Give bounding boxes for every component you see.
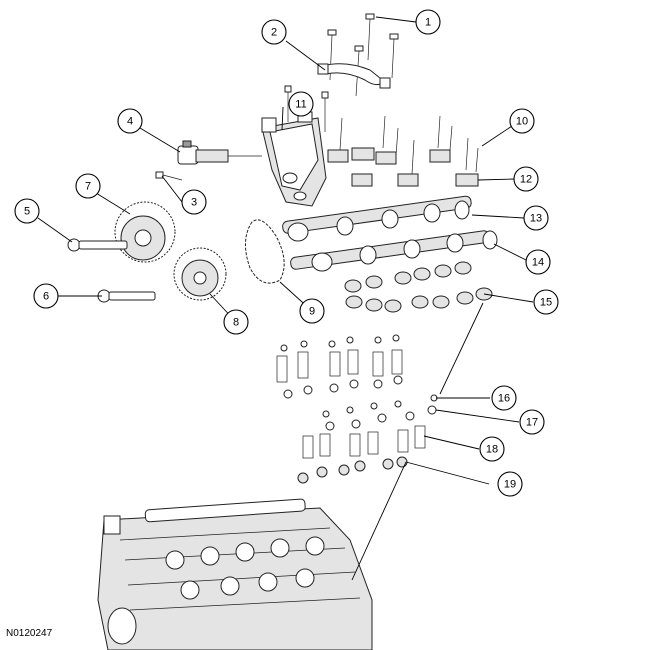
callout-2: 2 bbox=[261, 19, 287, 45]
callout-13: 13 bbox=[523, 205, 549, 231]
valve-stem-seals bbox=[297, 456, 408, 484]
callout-number: 6 bbox=[43, 291, 49, 303]
callout-circle bbox=[299, 298, 325, 324]
vct-solenoid bbox=[177, 140, 262, 165]
callout-11: 11 bbox=[288, 91, 314, 117]
callout-10: 10 bbox=[509, 108, 535, 134]
callout-5: 5 bbox=[14, 198, 40, 224]
callout-number: 11 bbox=[295, 99, 306, 111]
callout-6: 6 bbox=[33, 283, 59, 309]
callout-number: 8 bbox=[233, 317, 239, 329]
leader-lines bbox=[37, 16, 534, 581]
callout-number: 12 bbox=[520, 174, 532, 186]
timing-chain bbox=[245, 219, 285, 284]
callout-circle bbox=[497, 471, 523, 497]
callout-19: 19 bbox=[497, 471, 523, 497]
solenoid-bolt bbox=[155, 171, 183, 181]
camshaft-lower bbox=[290, 230, 498, 272]
callout-7: 7 bbox=[75, 173, 101, 199]
callout-number: 4 bbox=[127, 116, 133, 128]
vct-bolt-upper bbox=[67, 238, 128, 252]
callout-circle bbox=[415, 9, 441, 35]
callout-number: 19 bbox=[504, 479, 516, 491]
valve-keepers-and-retainers bbox=[322, 394, 438, 431]
vct-bolt-lower bbox=[97, 289, 156, 303]
valve-springs-lower bbox=[302, 425, 426, 459]
callout-number: 17 bbox=[526, 417, 538, 429]
callout-number: 9 bbox=[309, 306, 315, 318]
callout-circle bbox=[33, 283, 59, 309]
camshaft-caps bbox=[327, 115, 479, 187]
callout-number: 2 bbox=[271, 27, 277, 39]
cylinder-head bbox=[97, 498, 373, 650]
callout-circle bbox=[513, 166, 539, 192]
camshaft-bearing-cap-assembly bbox=[261, 85, 329, 207]
callout-circle bbox=[523, 205, 549, 231]
camshaft-upper bbox=[282, 195, 472, 242]
oil-feed-tube bbox=[317, 63, 391, 89]
callout-17: 17 bbox=[519, 409, 545, 435]
callout-number: 18 bbox=[486, 444, 498, 456]
callout-number: 15 bbox=[540, 297, 552, 309]
callout-circle bbox=[261, 19, 287, 45]
valve-springs-upper bbox=[276, 334, 403, 399]
callout-12: 12 bbox=[513, 166, 539, 192]
callout-circle bbox=[519, 409, 545, 435]
callout-1: 1 bbox=[415, 9, 441, 35]
callout-number: 3 bbox=[191, 197, 197, 209]
callout-circle bbox=[533, 289, 559, 315]
callout-number: 14 bbox=[532, 257, 544, 269]
intake-vct-unit bbox=[173, 247, 227, 301]
callout-15: 15 bbox=[533, 289, 559, 315]
callout-number: 16 bbox=[498, 393, 510, 405]
callout-number: 10 bbox=[516, 116, 528, 128]
figure-id-label: N0120247 bbox=[6, 628, 53, 639]
callout-9: 9 bbox=[299, 298, 325, 324]
callout-circle bbox=[288, 91, 314, 117]
valve-tappets bbox=[344, 261, 493, 313]
callout-number: 1 bbox=[425, 17, 431, 29]
callout-circle bbox=[75, 173, 101, 199]
callout-4: 4 bbox=[117, 108, 143, 134]
callout-circle bbox=[525, 249, 551, 275]
callout-number: 13 bbox=[530, 213, 542, 225]
callout-circle bbox=[479, 436, 505, 462]
callout-16: 16 bbox=[491, 385, 517, 411]
callout-number: 7 bbox=[85, 181, 91, 193]
callout-14: 14 bbox=[525, 249, 551, 275]
callout-3: 3 bbox=[181, 189, 207, 215]
callout-number: 5 bbox=[24, 206, 30, 218]
callout-circle bbox=[509, 108, 535, 134]
callout-circle bbox=[181, 189, 207, 215]
callout-circle bbox=[223, 309, 249, 335]
callout-circle bbox=[491, 385, 517, 411]
callout-18: 18 bbox=[479, 436, 505, 462]
callout-8: 8 bbox=[223, 309, 249, 335]
exhaust-vct-unit bbox=[114, 201, 176, 263]
callout-circle bbox=[117, 108, 143, 134]
callout-circle bbox=[14, 198, 40, 224]
